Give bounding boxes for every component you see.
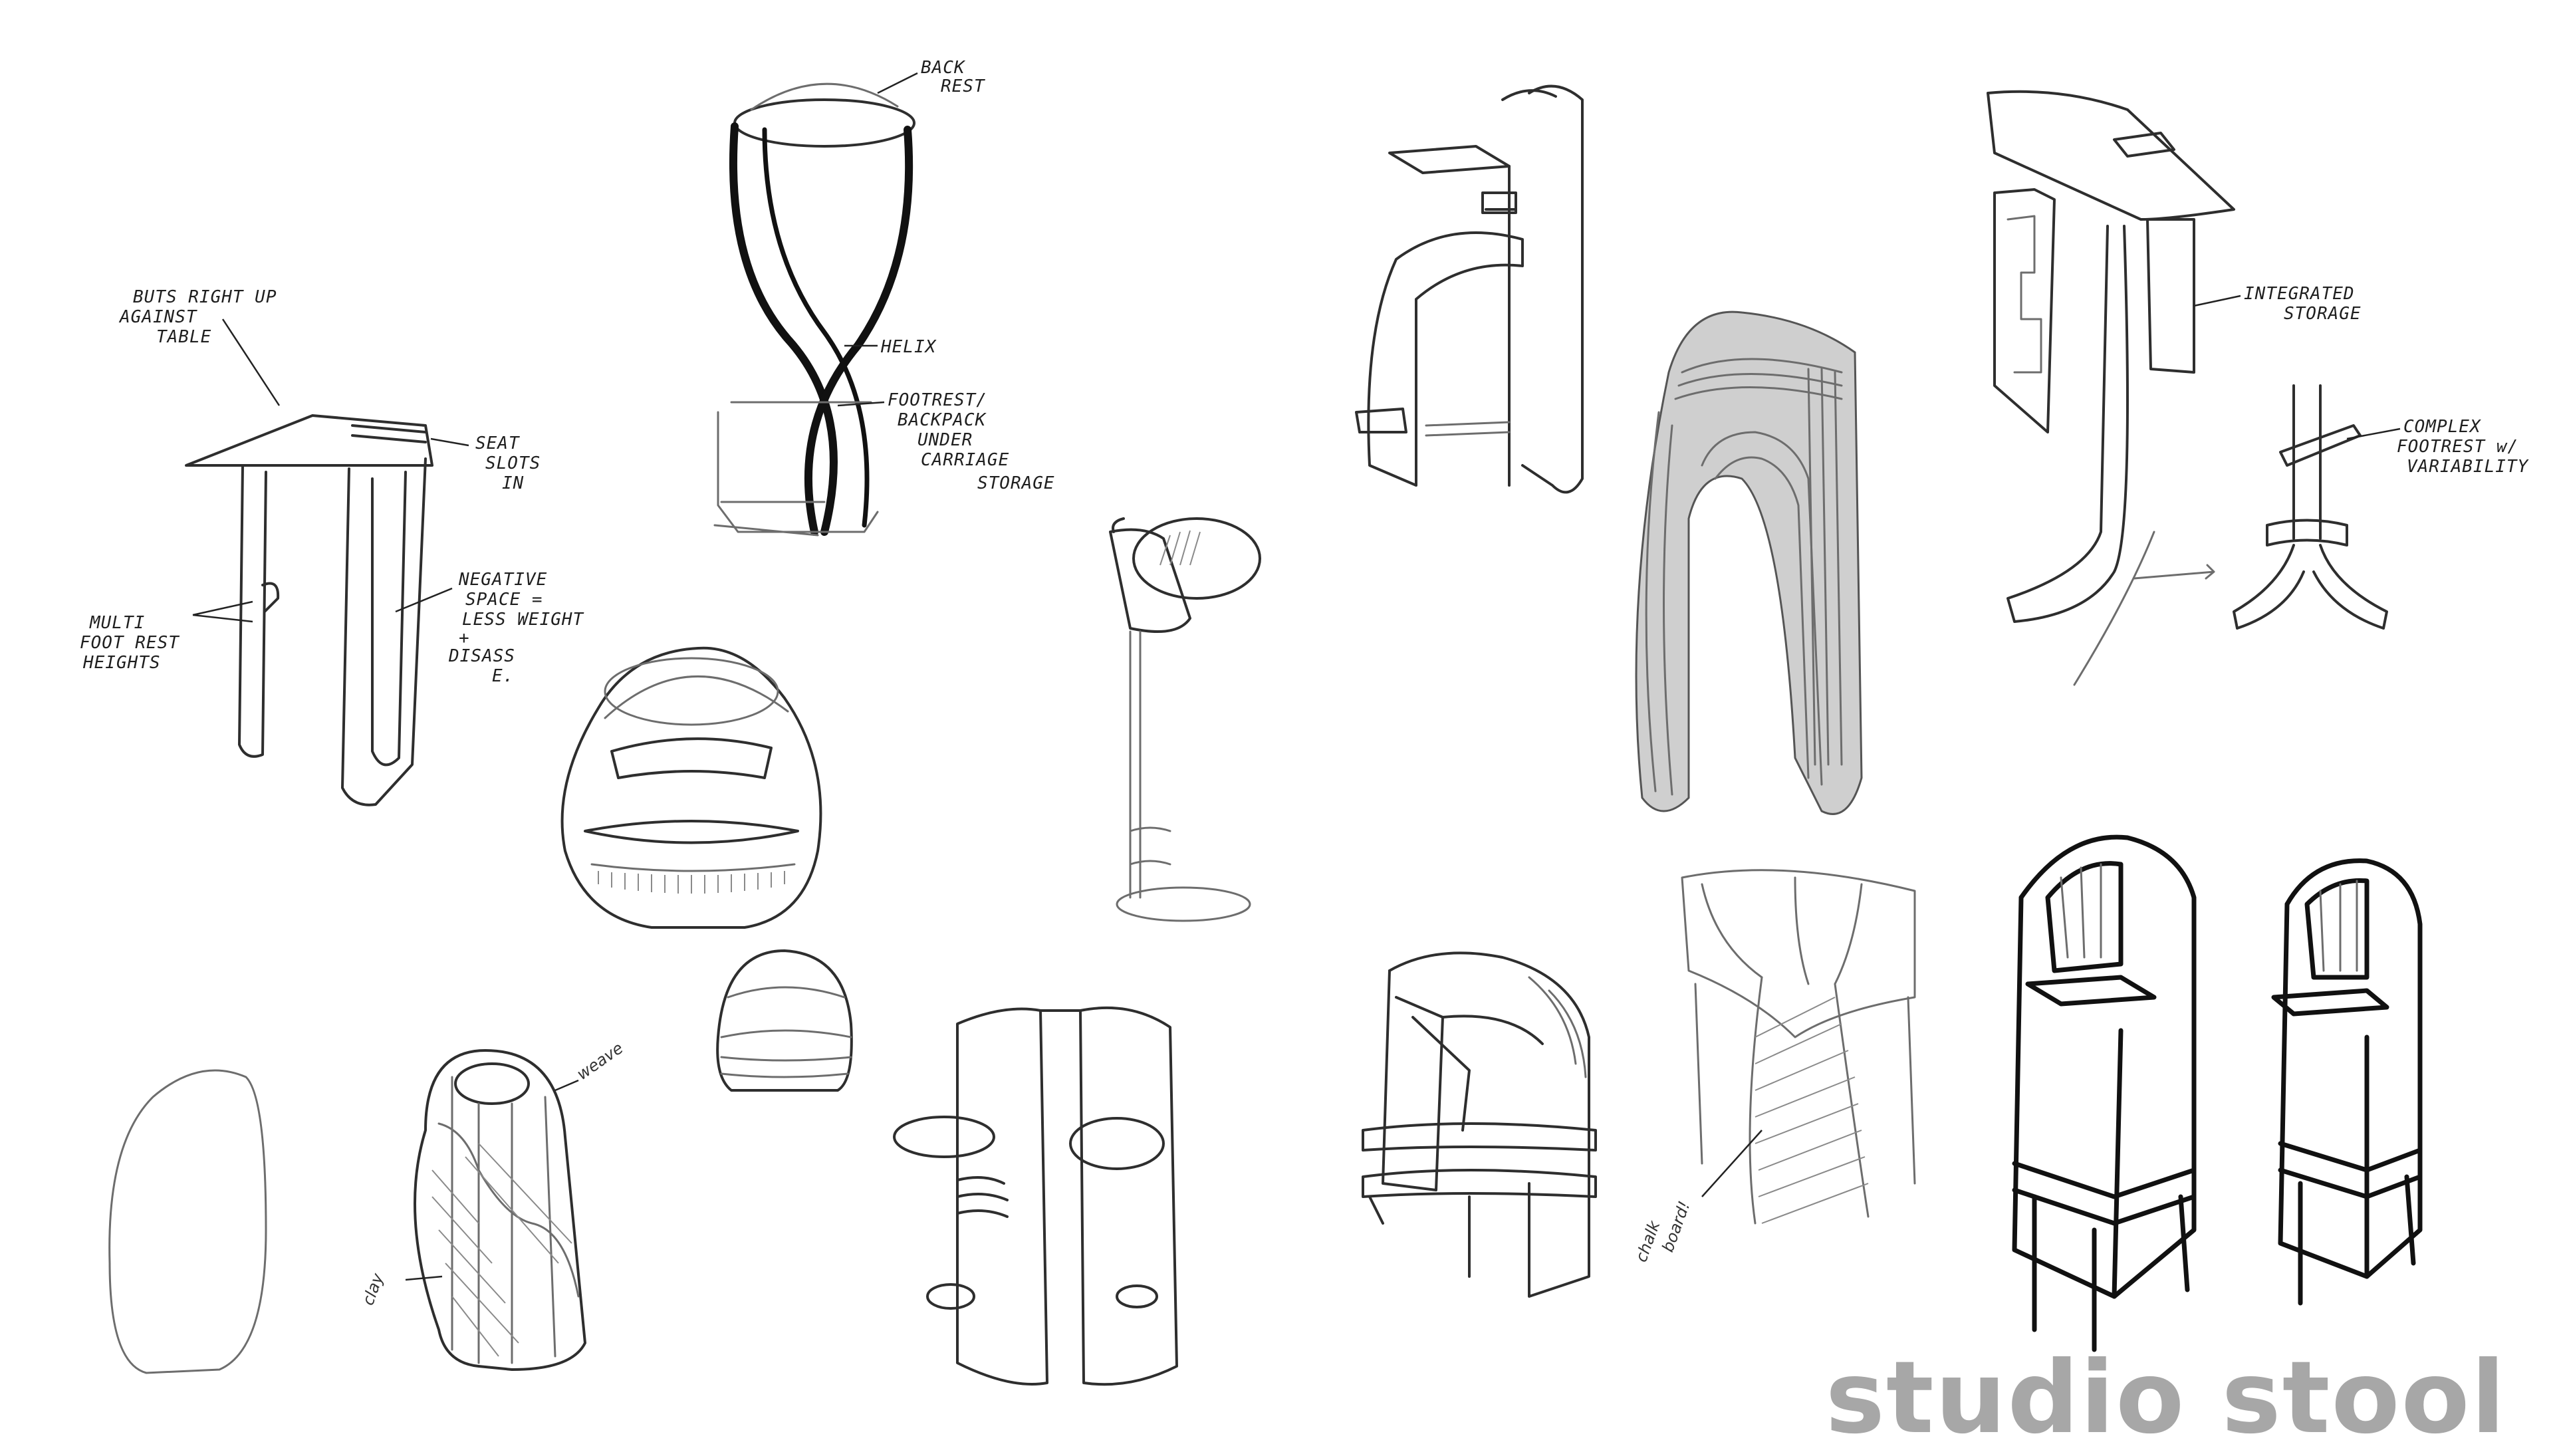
label-weave: weave [573,1038,626,1084]
label-footrest-4: CARRIAGE [921,450,1009,470]
label-back-rest-2: REST [941,76,985,96]
label-complex-footrest-3: VARIABILITY [2407,457,2530,477]
label-negative-space-4: + [459,628,470,648]
sketch-ribbon-stool [1635,310,1863,815]
sketch-small-pod [716,949,853,1092]
label-complex-footrest-2: FOOTREST w/ [2397,437,2518,457]
sketch-hooded-stool-large [2012,834,2197,1352]
label-seat-slots-2: SLOTS [485,453,541,473]
label-negative-space-3: LESS WEIGHT [462,610,584,630]
label-table-butt-1: BUTS RIGHT UP [133,287,277,307]
label-footrest-1: FOOTREST/ [888,390,987,410]
annotations-sketch-12: chalk board! [1632,1199,1693,1265]
label-board: board! [1658,1199,1693,1255]
sketch-complex-footrest [2233,384,2401,630]
label-back-rest-1: BACK [921,58,966,78]
sketch-helix-stool [713,72,918,537]
label-negative-space-5: DISASS [448,646,515,666]
label-multi-foot-2: FOOT REST [80,633,180,653]
sketch-hooded-stool-small [2271,858,2423,1306]
sketch-blob-outline [108,1069,267,1374]
sketch-curved-back-stool [1355,84,1584,494]
sketch-table-stool [185,318,469,806]
annotations-sketch-1: BUTS RIGHT UP AGAINST TABLE SEAT SLOTS I… [80,287,584,686]
annotations-sketch-9: weave clay [358,1038,626,1308]
brand-title: studio stool [1825,1340,2506,1456]
label-multi-foot-1: MULTI [89,613,145,633]
label-integrated-storage-1: INTEGRATED [2244,284,2355,304]
label-negative-space-6: E. [492,666,514,686]
label-footrest-2: BACKPACK [898,410,987,430]
label-complex-footrest-1: COMPLEX [2403,417,2481,437]
sketch-hooded-box-stool [1362,951,1597,1298]
sketch-weave-clay-stool [405,1049,586,1371]
annotations-sketch-7: INTEGRATED STORAGE COMPLEX FOOTREST w/ V… [2244,284,2530,477]
sketch-pole-stool [1109,517,1261,922]
label-table-butt-2: AGAINST [118,307,197,327]
label-negative-space-1: NEGATIVE [458,570,547,590]
sketch-split-cylinder-stool [893,1006,1178,1386]
label-multi-foot-3: HEIGHTS [82,653,161,673]
sketch-integrated-storage [1987,90,2241,686]
label-seat-slots-3: IN [502,473,524,493]
label-chalk: chalk [1632,1218,1663,1265]
label-clay: clay [358,1271,387,1308]
label-footrest-3: UNDER [917,430,973,450]
label-seat-slots-1: SEAT [475,433,520,453]
label-integrated-storage-2: STORAGE [2284,304,2362,324]
label-footrest-5: STORAGE [977,473,1055,493]
label-negative-space-2: SPACE = [465,590,543,610]
label-table-butt-3: TABLE [156,327,211,347]
label-helix: HELIX [880,337,937,357]
sketch-chalkboard-stool [1681,869,1916,1225]
sketch-pod-chair [560,646,822,929]
annotations-sketch-2: BACK REST HELIX FOOTREST/ BACKPACK UNDER… [880,58,1055,493]
